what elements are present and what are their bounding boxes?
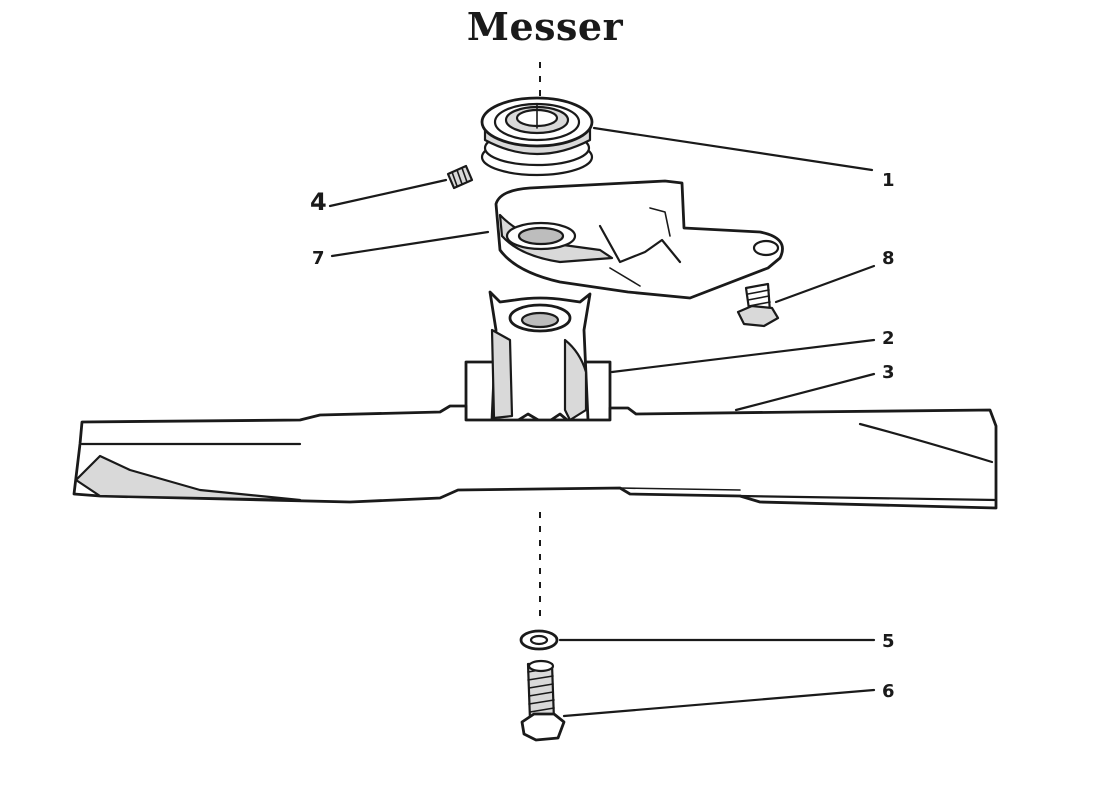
leader-3 (734, 372, 876, 412)
leader-1 (592, 126, 874, 172)
washer (519, 629, 559, 651)
callout-7: 7 (312, 248, 325, 269)
callout-4: 4 (310, 188, 327, 216)
mower-blade (72, 404, 998, 510)
callout-numbers: 1 2 3 4 5 6 7 8 (310, 170, 895, 702)
leader-6 (562, 688, 876, 718)
hex-bolt-small (736, 282, 780, 328)
pulley (480, 96, 594, 177)
leader-8 (774, 264, 876, 304)
blade-bolt (520, 659, 566, 742)
leader-4 (328, 178, 448, 208)
leader-2 (610, 338, 876, 374)
leader-7 (330, 230, 490, 258)
leader-lines (328, 126, 876, 718)
callout-2: 2 (882, 328, 895, 349)
callout-8: 8 (882, 248, 895, 269)
bracket-arm (494, 179, 784, 300)
set-screw (446, 164, 474, 190)
callout-1: 1 (882, 170, 895, 191)
diagram-title: Messer (466, 4, 624, 49)
callout-3: 3 (882, 362, 895, 383)
callout-6: 6 (882, 681, 895, 702)
callout-5: 5 (882, 631, 895, 652)
blade-adapter (464, 290, 612, 440)
